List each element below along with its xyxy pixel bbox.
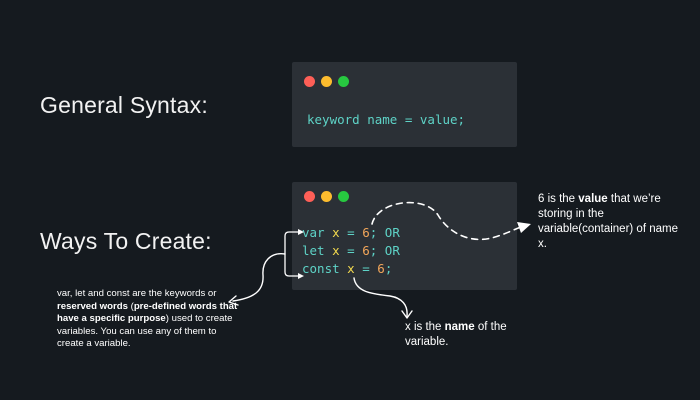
- syntax-code-window: keyword name = value;: [292, 62, 517, 147]
- name-explanation-note: x is the name of the variable.: [405, 320, 535, 350]
- code-tail: ;: [384, 261, 393, 276]
- code-line-const: const x = 6;: [302, 260, 400, 278]
- arrow-to-name-note: [353, 277, 408, 317]
- code-operator: =: [339, 243, 363, 258]
- maximize-dot-icon: [338, 191, 349, 202]
- heading-general-syntax: General Syntax:: [40, 92, 208, 118]
- code-identifier: x: [347, 261, 355, 276]
- note-bold-text: reserved words: [57, 300, 128, 312]
- window-controls: [304, 191, 349, 202]
- minimize-dot-icon: [321, 76, 332, 87]
- maximize-dot-icon: [338, 76, 349, 87]
- code-operator: =: [339, 225, 363, 240]
- dashed-arrow-to-value-note: [371, 201, 522, 241]
- close-dot-icon: [304, 76, 315, 87]
- code-tail: ; OR: [369, 225, 400, 240]
- keywords-explanation-note: var, let and const are the keywords or r…: [57, 288, 242, 351]
- note-text: of the variable.: [405, 321, 507, 348]
- note-text: var, let and const are the keywords or: [57, 288, 217, 299]
- code-tail: ; OR: [369, 243, 400, 258]
- note-text: x is the: [405, 321, 445, 333]
- note-bold-text: name: [444, 321, 475, 333]
- code-identifier: x: [332, 225, 340, 240]
- keywords-arrowhead-icon: [228, 295, 239, 306]
- code-number: 6: [362, 225, 370, 240]
- close-dot-icon: [304, 191, 315, 202]
- bracket-tip-icon: [298, 229, 304, 279]
- value-explanation-note: 6 is the value that we’re storing in the…: [538, 192, 688, 252]
- heading-ways-to-create: Ways To Create:: [40, 228, 212, 254]
- value-arrowhead-icon: [517, 222, 531, 233]
- note-text: that we’re storing in the variable(conta…: [538, 193, 678, 250]
- code-keyword: const: [302, 261, 340, 276]
- code-number: 6: [362, 243, 370, 258]
- syntax-code-line: keyword name = value;: [307, 111, 465, 129]
- code-line-var: var x = 6; OR: [302, 224, 400, 242]
- note-bold-text: value: [578, 193, 608, 205]
- note-text: ) used to create variables. You can use …: [57, 313, 233, 349]
- code-number: 6: [377, 261, 385, 276]
- code-keyword: var: [302, 225, 325, 240]
- window-controls: [304, 76, 349, 87]
- code-identifier: x: [332, 243, 340, 258]
- name-arrowhead-icon: [401, 310, 413, 319]
- note-bold-text: pre-defined words that have a specific p…: [57, 300, 238, 325]
- code-keyword: keyword: [307, 112, 360, 127]
- bracket-keywords: [284, 231, 298, 277]
- minimize-dot-icon: [321, 191, 332, 202]
- code-keyword: let: [302, 243, 325, 258]
- code-rest: name = value;: [359, 112, 466, 127]
- code-line-let: let x = 6; OR: [302, 242, 400, 260]
- code-operator: =: [354, 261, 378, 276]
- note-text: (: [127, 300, 134, 312]
- arrow-to-keywords-note: [232, 253, 286, 302]
- note-text: 6 is the: [538, 193, 579, 205]
